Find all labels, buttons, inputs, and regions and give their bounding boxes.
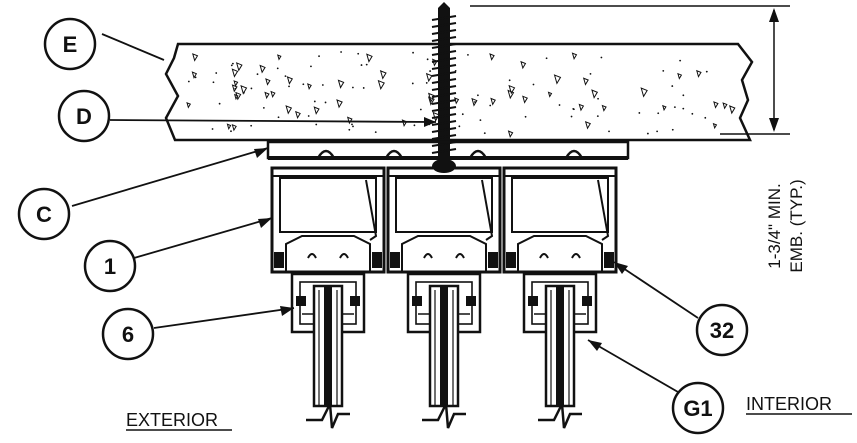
interior-label: INTERIOR bbox=[746, 394, 832, 414]
callout-32-label: 32 bbox=[710, 318, 734, 343]
glass-panel bbox=[306, 284, 350, 429]
embedment-dimension-text: 1-3/4" MIN. EMB. (TYP.) bbox=[765, 179, 806, 272]
callout-d-label: D bbox=[76, 104, 92, 129]
framing-members bbox=[270, 166, 618, 334]
callout-e: E bbox=[43, 17, 97, 71]
callout-1-label: 1 bbox=[104, 254, 116, 279]
concrete-aggregate-texture bbox=[186, 51, 736, 139]
glass-panel bbox=[538, 284, 582, 429]
framing-member bbox=[386, 166, 502, 334]
callout-d: D bbox=[57, 89, 111, 143]
callout-g1: G1 bbox=[671, 381, 725, 435]
callout-c-label: C bbox=[36, 202, 52, 227]
callout-e-label: E bbox=[63, 32, 78, 57]
concrete-slab bbox=[164, 42, 754, 142]
callout-6-label: 6 bbox=[122, 322, 134, 347]
exterior-label: EXTERIOR bbox=[126, 410, 218, 430]
embedment-dimension bbox=[470, 5, 790, 135]
anchor-screw bbox=[431, 2, 457, 173]
leader-lines bbox=[71, 33, 699, 393]
callout-c: C bbox=[17, 187, 71, 241]
callout-g1-label: G1 bbox=[683, 396, 712, 421]
dimension-line-2: EMB. (TYP.) bbox=[787, 179, 806, 272]
callout-1: 1 bbox=[83, 239, 137, 293]
top-channel bbox=[266, 140, 630, 160]
framing-member bbox=[270, 166, 386, 334]
callout-6: 6 bbox=[101, 307, 155, 361]
glass-panel bbox=[422, 284, 466, 429]
dimension-line-1: 1-3/4" MIN. bbox=[765, 183, 784, 268]
callout-32: 32 bbox=[695, 303, 749, 357]
glass-panels bbox=[306, 284, 582, 429]
